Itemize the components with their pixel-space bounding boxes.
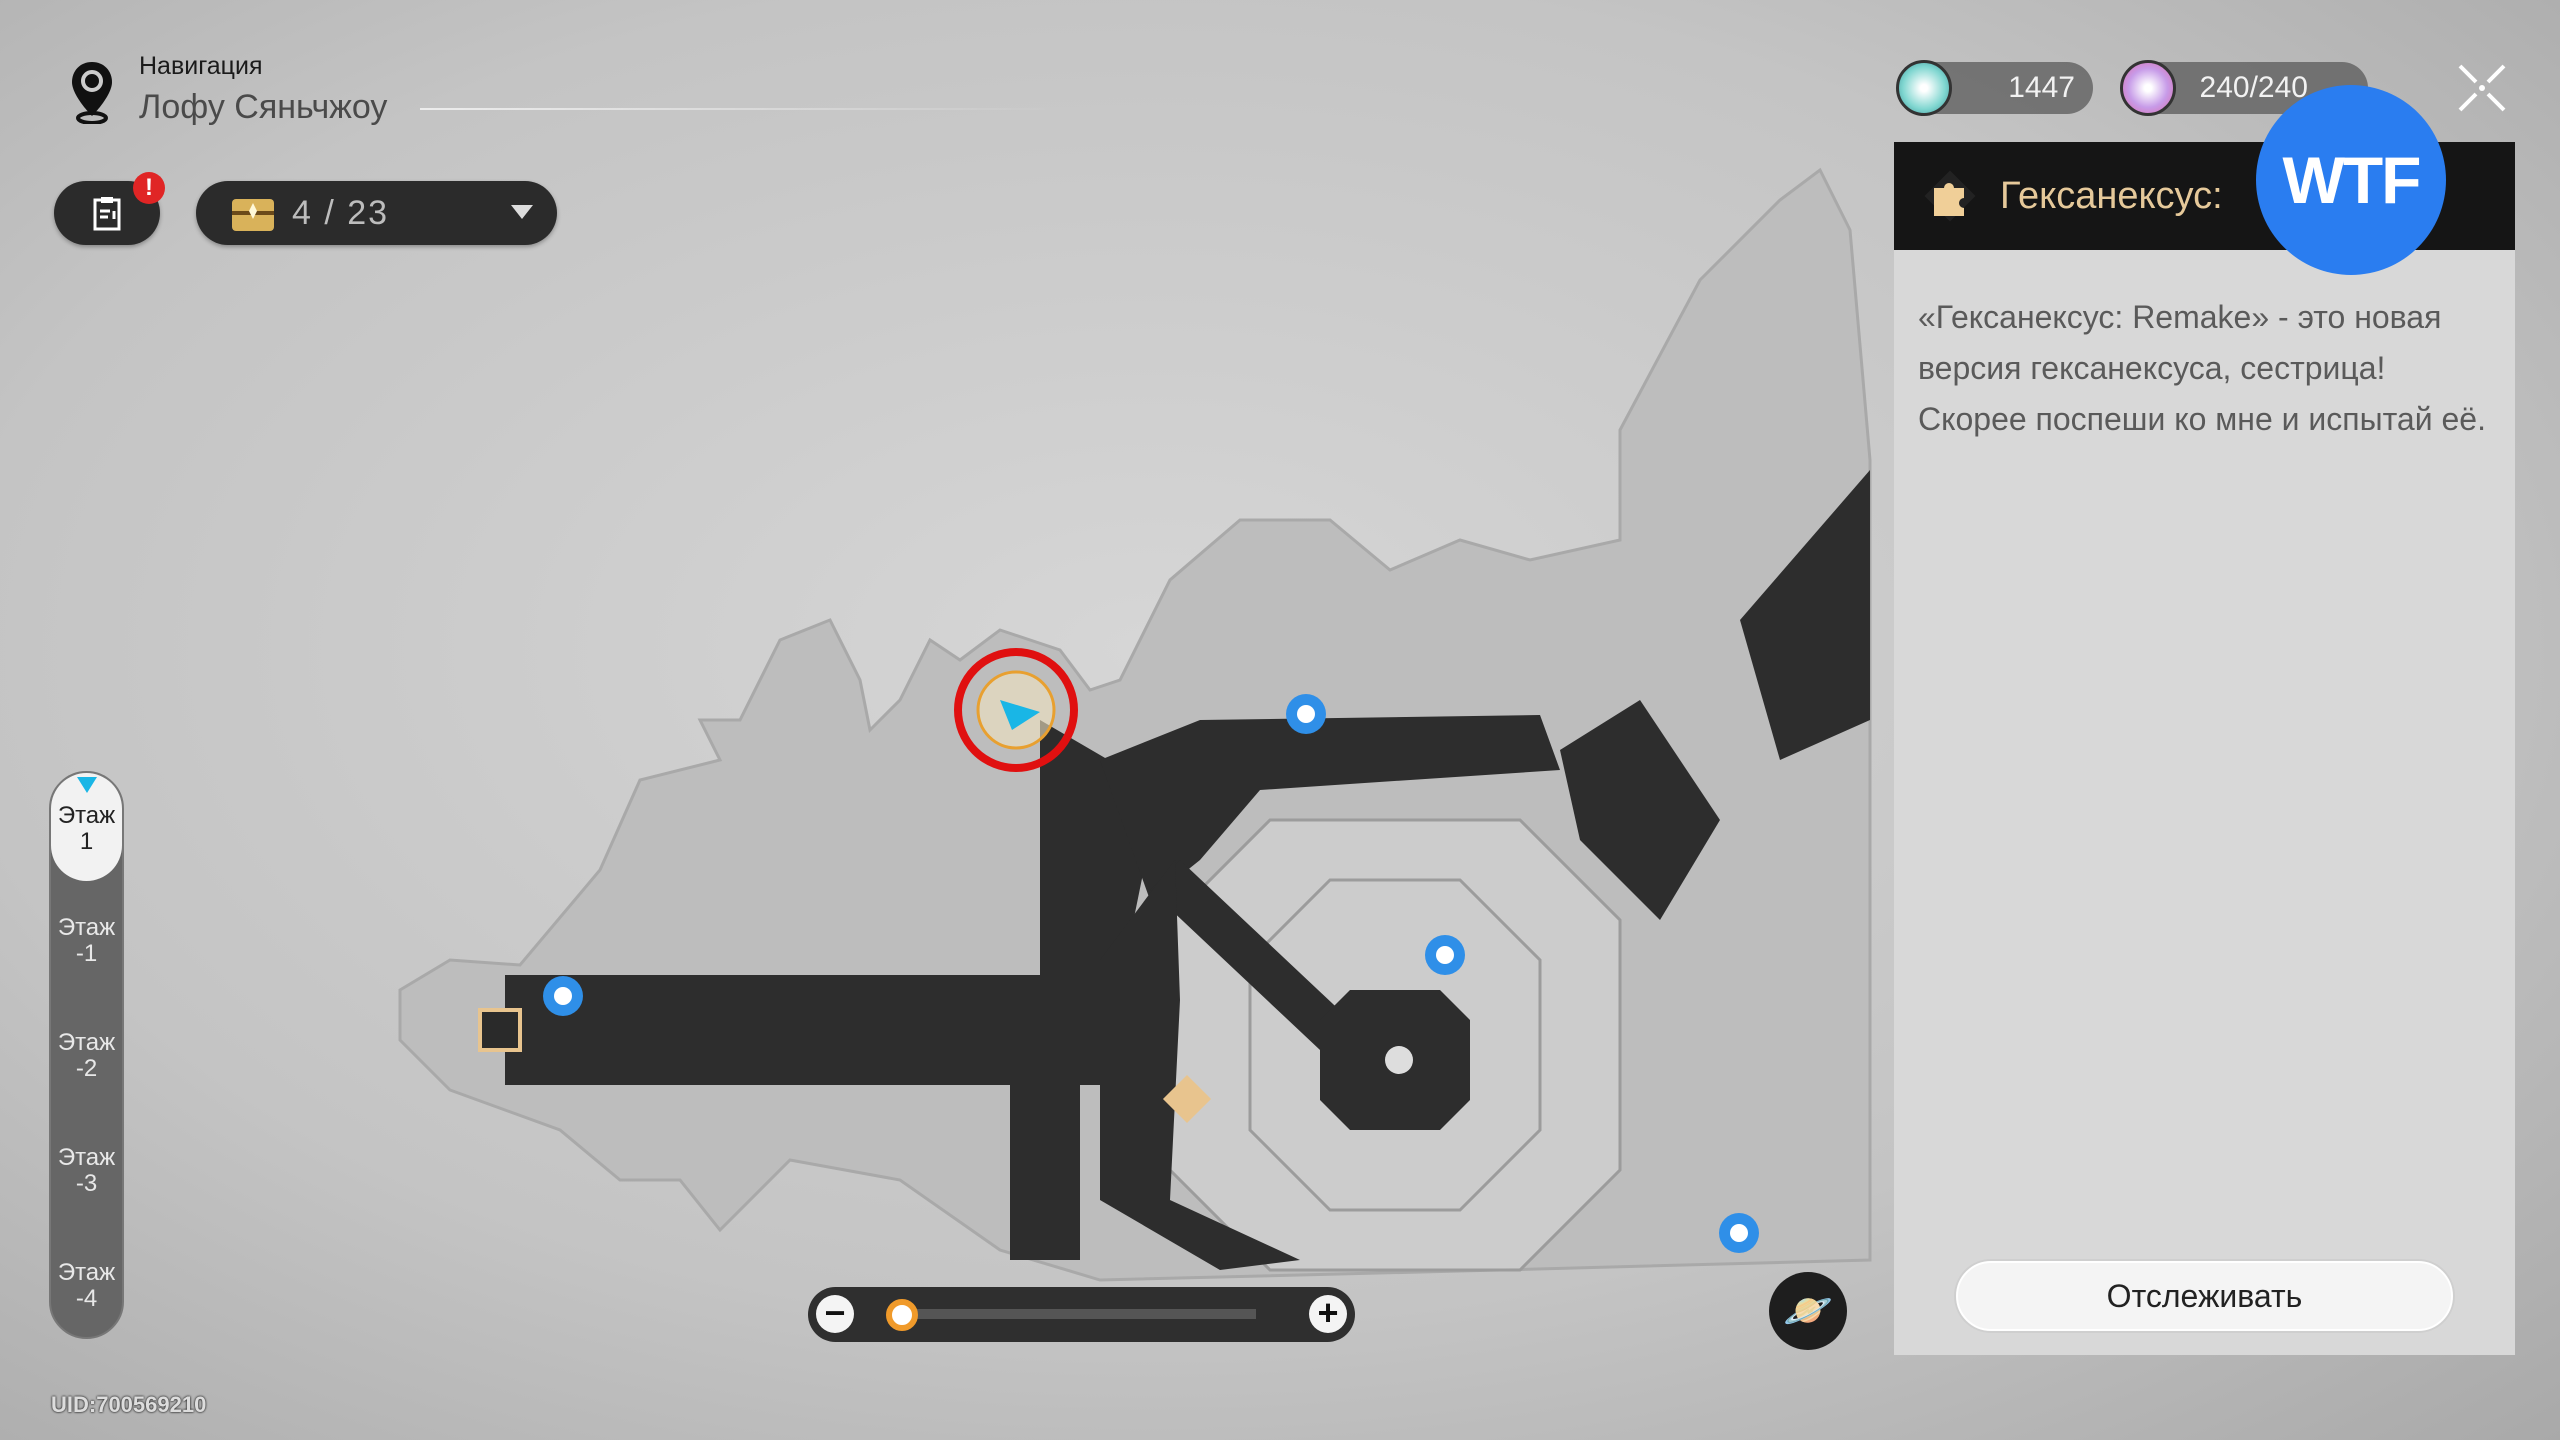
location-name: Лофу Сяньчжоу — [139, 88, 388, 126]
highlight-circle — [954, 648, 1078, 772]
wtf-stamp-overlay: WTF — [2256, 85, 2446, 275]
trailblaze-power-icon — [2120, 60, 2176, 116]
map-plaza-center — [1385, 1046, 1413, 1074]
track-button[interactable]: Отслеживать — [1956, 1261, 2453, 1331]
stellar-jade-value: 1447 — [2008, 71, 2075, 104]
puzzle-icon — [1924, 170, 1976, 222]
player-marker — [976, 670, 1056, 750]
close-button[interactable] — [2456, 62, 2508, 114]
zoom-slider-handle[interactable] — [885, 1299, 918, 1331]
treasure-chest-icon — [232, 199, 274, 231]
floor-number: 1 — [79, 828, 94, 855]
panel-title: Гексанексус: — [2000, 174, 2223, 217]
zoom-slider-track[interactable] — [900, 1309, 1256, 1319]
teleport-icon[interactable] — [543, 976, 583, 1016]
zoom-in-button[interactable]: + — [1309, 1295, 1347, 1333]
floor-label: Этаж — [57, 914, 116, 941]
nav-label: Навигация — [139, 52, 263, 80]
world-map-button[interactable]: 🪐 — [1769, 1272, 1847, 1350]
uid-label: UID:700569210 — [51, 1392, 207, 1417]
stellar-jade-icon — [1896, 60, 1952, 116]
floor-number: -1 — [75, 940, 98, 967]
floor-minus-4-button[interactable]: Этаж-4 — [51, 1260, 122, 1312]
floor-label: Этаж — [57, 1029, 116, 1056]
zoom-out-button[interactable]: − — [816, 1295, 854, 1333]
floor-minus-3-button[interactable]: Этаж-3 — [51, 1145, 122, 1197]
alert-badge: ! — [133, 172, 165, 204]
panel-description: «Гексанексус: Remake» - это новая версия… — [1918, 299, 2486, 437]
close-icon — [2458, 64, 2506, 112]
floor-minus-2-button[interactable]: Этаж-2 — [51, 1030, 122, 1082]
clipboard-icon — [93, 197, 121, 231]
floor-number: -3 — [75, 1170, 98, 1197]
teleport-icon[interactable] — [1286, 694, 1326, 734]
stellar-jade-counter[interactable]: 1447 — [1896, 60, 2093, 116]
location-pin-icon — [70, 60, 114, 129]
floor-label: Этаж — [57, 1144, 116, 1171]
floor-label: Этаж — [57, 1259, 116, 1286]
treasure-dropdown[interactable]: 4 / 23 — [196, 181, 557, 245]
teleport-icon[interactable] — [1719, 1213, 1759, 1253]
trailblaze-power-value: 240/240 — [2199, 71, 2308, 104]
quest-detail-panel: Гексанексус: «Гексанексус: Remake» - это… — [1894, 142, 2515, 1355]
chevron-down-icon — [511, 205, 533, 219]
chest-count: 4 / 23 — [292, 193, 390, 232]
floor-minus-1-button[interactable]: Этаж-1 — [51, 915, 122, 967]
floor-number: -2 — [75, 1055, 98, 1082]
planet-icon: 🪐 — [1783, 1289, 1833, 1333]
divider — [420, 108, 1070, 110]
floor-number: -4 — [75, 1285, 98, 1312]
exit-icon[interactable] — [478, 1008, 522, 1052]
zoom-control: − + — [808, 1287, 1355, 1342]
floor-label: Этаж — [57, 802, 116, 829]
teleport-icon[interactable] — [1425, 935, 1465, 975]
